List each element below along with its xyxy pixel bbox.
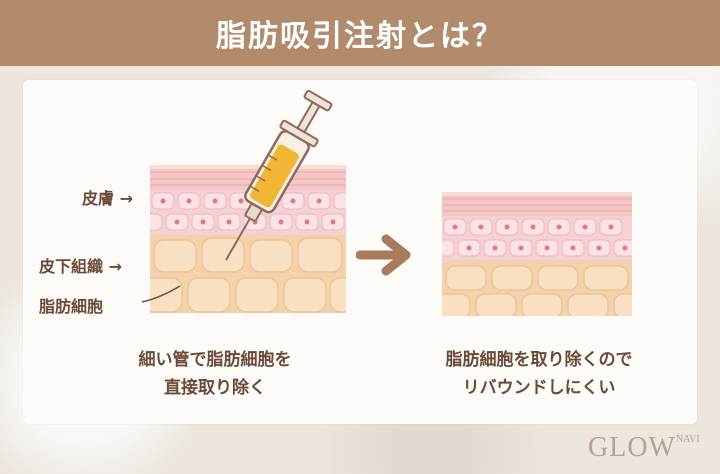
glow-navi-logo: GLOW NAVI xyxy=(588,432,700,463)
logo-main-text: GLOW xyxy=(588,432,676,463)
caption-right-line2: リバウンドしにくい xyxy=(462,378,616,398)
label-skin: 皮膚 → xyxy=(82,189,133,208)
header-banner: 脂肪吸引注射とは？ xyxy=(0,0,720,66)
right-arrow-icon xyxy=(356,234,411,276)
caption-left-line2: 直接取り除く xyxy=(164,378,266,398)
fat-cells-pointer-line xyxy=(141,285,181,303)
logo-small-text: NAVI xyxy=(676,434,700,445)
caption-left-line1: 細い管で脂肪細胞を xyxy=(138,350,292,370)
label-fat-cells: 脂肪細胞 xyxy=(39,297,104,316)
page-title: 脂肪吸引注射とは？ xyxy=(216,19,504,54)
skin-diagram-before xyxy=(150,89,346,313)
caption-right-line1: 脂肪細胞を取り除くので xyxy=(445,350,633,370)
skin-diagram-after xyxy=(442,192,632,316)
caption-left: 細い管で脂肪細胞を 直接取り除く xyxy=(85,346,345,402)
caption-right: 脂肪細胞を取り除くので リバウンドしにくい xyxy=(404,346,674,402)
label-subcutaneous: 皮下組織 → xyxy=(39,257,122,276)
